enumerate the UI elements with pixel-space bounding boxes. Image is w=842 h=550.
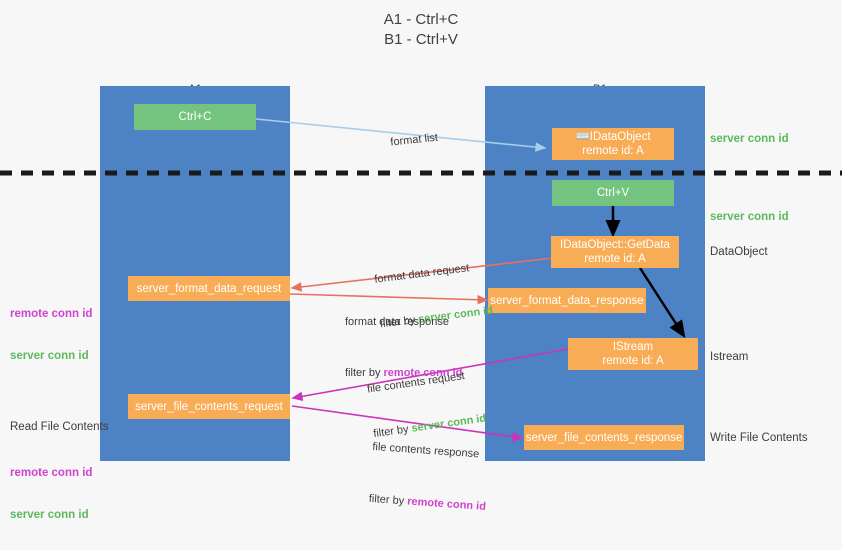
edge-label-format-data-response-title: format data response xyxy=(345,316,449,328)
node-ctrl-v[interactable]: Ctrl+V xyxy=(552,180,674,206)
node-idataobject[interactable]: ⌨️IDataObject remote id: A xyxy=(552,128,674,160)
left-label-read-file-contents-group: Read File Contents remote conn id server… xyxy=(10,392,108,550)
right-label-dataobject: DataObject xyxy=(710,246,768,258)
edge-label-format-list-text: format list xyxy=(389,131,439,149)
node-server-file-contents-request[interactable]: server_file_contents_request xyxy=(128,394,290,419)
right-label-write-file-contents: Write File Contents xyxy=(710,432,808,444)
node-idataobject-getdata[interactable]: IDataObject::GetData remote id: A xyxy=(551,236,679,268)
right-label-istream: Istream xyxy=(710,351,749,363)
filter-prefix: filter by xyxy=(345,367,384,379)
edge-label-file-contents-request-title: file contents request xyxy=(366,369,466,396)
edge-label-file-contents-response-title: file contents response xyxy=(372,440,480,461)
filter-prefix: filter by xyxy=(368,492,408,508)
edge-label-format-list: format list xyxy=(376,116,440,167)
node-ctrl-c[interactable]: Ctrl+C xyxy=(134,104,256,130)
diagram-canvas: A1 - Ctrl+C B1 - Ctrl+V A1 remote B1 con… xyxy=(0,11,842,521)
edge-label-format-data-response-filter: filter by remote conn id xyxy=(345,366,462,381)
left-label-server-conn-id-bottom: server conn id xyxy=(10,509,89,521)
left-label-remote-conn-id-top: remote conn id xyxy=(10,308,93,320)
left-label-read-file-contents: Read File Contents xyxy=(10,421,109,433)
node-server-format-data-request[interactable]: server_format_data_request xyxy=(128,276,290,301)
node-istream[interactable]: IStream remote id: A xyxy=(568,338,698,370)
edge-label-file-contents-response-filter: filter by remote conn id xyxy=(368,492,486,515)
filter-value: remote conn id xyxy=(406,495,487,513)
edge-label-format-data-request-title: format data request xyxy=(373,262,470,286)
node-server-file-contents-response[interactable]: server_file_contents_response xyxy=(524,425,684,450)
left-label-conn-pair-top: remote conn id server conn id xyxy=(10,279,92,391)
right-label-server-conn-id-top: server conn id xyxy=(710,133,789,145)
filter-value: remote conn id xyxy=(383,367,463,379)
page-title: A1 - Ctrl+C B1 - Ctrl+V xyxy=(383,11,459,48)
edge-label-file-contents-response: file contents response filter by remote … xyxy=(366,410,492,545)
edge-label-format-data-response: format data response filter by remote co… xyxy=(345,285,462,411)
right-label-server-conn-id-mid: server conn id xyxy=(710,211,789,223)
left-label-server-conn-id-top: server conn id xyxy=(10,350,89,362)
node-server-format-data-response[interactable]: server_format_data_response xyxy=(488,288,646,313)
left-label-remote-conn-id-bottom: remote conn id xyxy=(10,467,93,479)
